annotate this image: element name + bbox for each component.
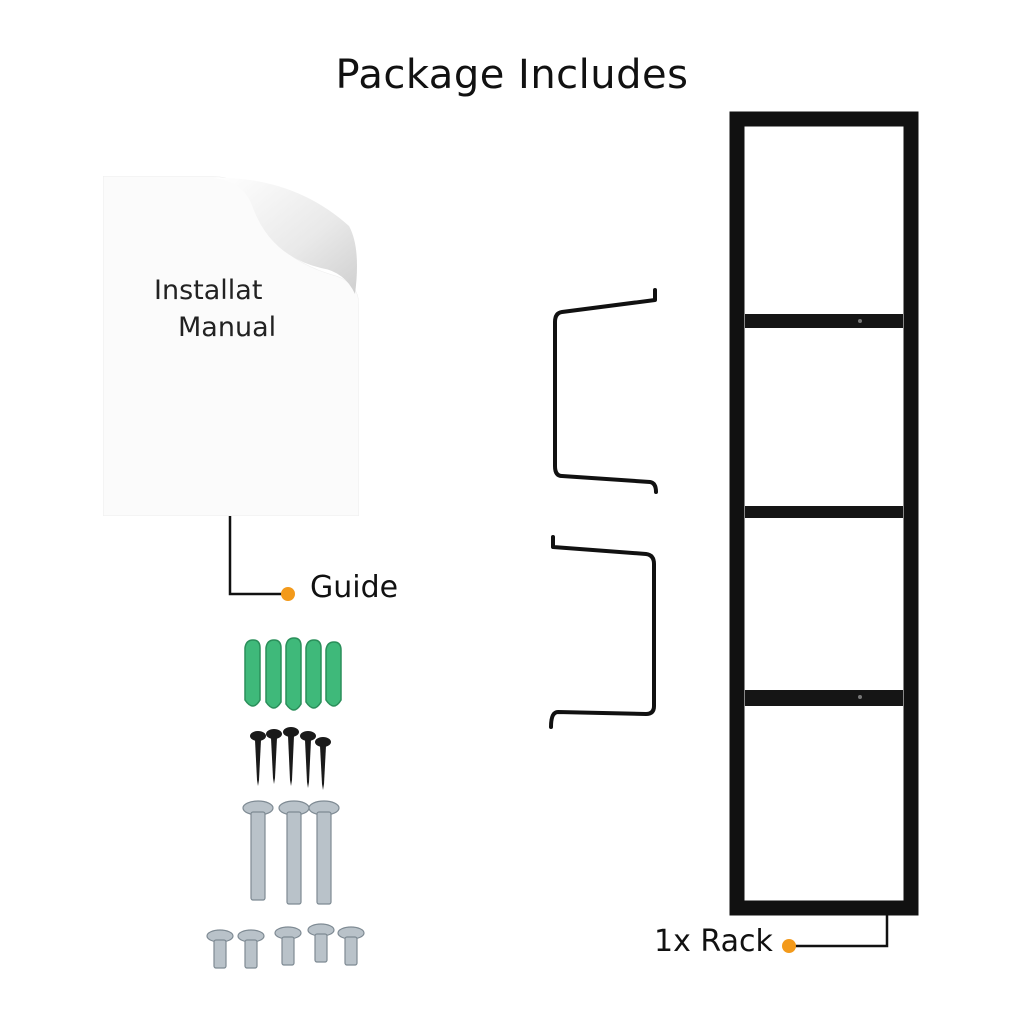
manual-page-icon	[103, 176, 359, 516]
rack-callout-dot	[782, 939, 796, 953]
manual-label-line2: Manual	[178, 312, 277, 343]
guide-callout-dot	[281, 587, 295, 601]
manual-label: Installat Manual	[150, 272, 330, 346]
page-title: Package Includes	[335, 52, 689, 98]
wall-anchor-icon	[244, 637, 342, 711]
bolt-icon	[242, 800, 340, 905]
rack-label: 1x Rack	[654, 924, 773, 959]
guide-label: Guide	[310, 570, 399, 605]
hook-bracket-icon	[553, 288, 658, 494]
hook-bracket-icon-2	[549, 535, 656, 729]
guide-callout-line	[228, 516, 295, 601]
manual-label-line1: Installat	[154, 275, 263, 306]
rack-icon	[729, 111, 919, 916]
rack-callout-line	[782, 910, 889, 953]
short-bolt-icon	[206, 923, 365, 969]
screw-icon	[250, 727, 331, 790]
